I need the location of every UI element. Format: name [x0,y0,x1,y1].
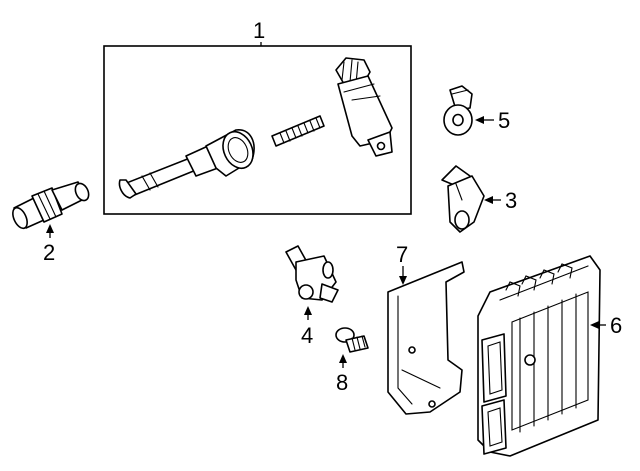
callout-label-3[interactable]: 3 [505,188,517,213]
part-8-bolt-drawing[interactable] [335,327,369,353]
part-2-sensor-drawing[interactable] [10,181,91,230]
coil-boot-drawing[interactable] [118,127,258,199]
callout-label-6[interactable]: 6 [610,313,622,338]
callout-label-4[interactable]: 4 [301,323,313,348]
callout-arrow-3 [484,196,493,204]
part-5-knock-sensor-drawing[interactable] [443,85,473,136]
callout-label-1[interactable]: 1 [253,18,265,43]
part-3-sensor-drawing[interactable] [441,165,485,233]
callout-label-2[interactable]: 2 [43,240,55,265]
callout-arrow-7 [399,276,407,285]
spring-drawing[interactable] [271,115,325,147]
part-4-sensor-drawing[interactable] [285,245,339,303]
ignition-coil-drawing[interactable] [335,57,393,157]
callout-arrow-8 [339,354,347,363]
callout-arrow-4 [304,306,312,315]
callout-label-8[interactable]: 8 [336,370,348,395]
part-6-ecm-drawing[interactable] [477,255,601,457]
callout-arrow-2 [46,224,54,233]
callout-arrow-6 [590,321,599,329]
callout-label-7[interactable]: 7 [396,242,408,267]
kit-outline-box [103,45,412,215]
part-7-bracket-drawing[interactable] [387,261,465,415]
callout-arrow-5 [475,116,484,124]
callout-label-5[interactable]: 5 [498,108,510,133]
